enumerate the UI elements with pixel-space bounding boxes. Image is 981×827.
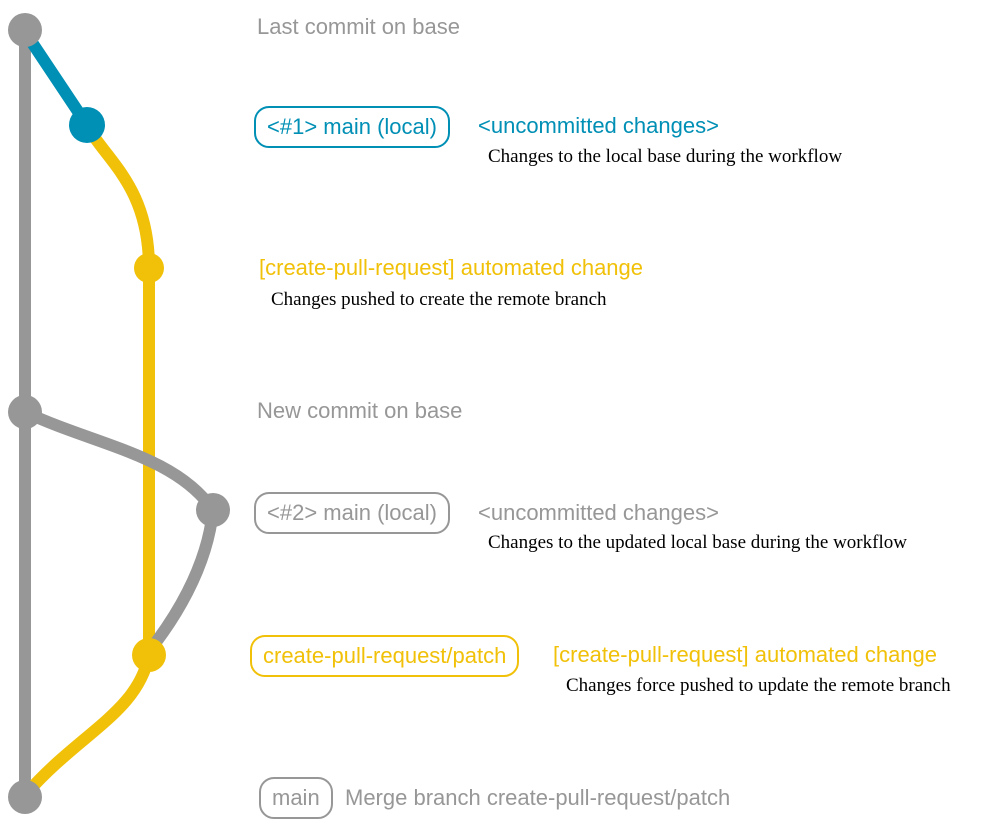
commit-dot-uncommitted-1 bbox=[69, 107, 105, 143]
commit-dot-last-base bbox=[8, 13, 42, 47]
note-automated-2: Changes force pushed to update the remot… bbox=[566, 675, 951, 696]
commit-dot-automated-2 bbox=[132, 638, 166, 672]
badge-patch-branch: create-pull-request/patch bbox=[250, 635, 520, 677]
badge-main-local-1: <#1> main (local) bbox=[254, 106, 450, 148]
message-automated-1: [create-pull-request] automated change bbox=[259, 255, 644, 280]
note-automated-1: Changes pushed to create the remote bran… bbox=[271, 289, 607, 310]
badge-main-final: main bbox=[259, 777, 333, 819]
commit-dot-uncommitted-2 bbox=[196, 493, 230, 527]
label-last-commit-on-base: Last commit on base bbox=[257, 14, 460, 39]
label-new-commit-on-base: New commit on base bbox=[257, 398, 463, 423]
message-uncommitted-1: <uncommitted changes> bbox=[478, 113, 719, 138]
branch-curve-patch-merge bbox=[21, 649, 155, 799]
commit-dot-automated-1 bbox=[134, 253, 164, 283]
commit-dot-new-base bbox=[8, 395, 42, 429]
branch-curve-patch-out bbox=[81, 119, 155, 274]
message-automated-2: [create-pull-request] automated change bbox=[553, 642, 938, 667]
message-merge-commit: Merge branch create-pull-request/patch bbox=[345, 785, 731, 810]
branch-curve-base-to-main2 bbox=[19, 406, 219, 516]
commit-dot-merge bbox=[8, 780, 42, 814]
badge-main-local-2: <#2> main (local) bbox=[254, 492, 450, 534]
message-uncommitted-2: <uncommitted changes> bbox=[478, 500, 719, 525]
branch-curve-main2-to-patch bbox=[144, 504, 219, 656]
note-uncommitted-2: Changes to the updated local base during… bbox=[488, 532, 907, 553]
note-uncommitted-1: Changes to the local base during the wor… bbox=[488, 146, 843, 167]
